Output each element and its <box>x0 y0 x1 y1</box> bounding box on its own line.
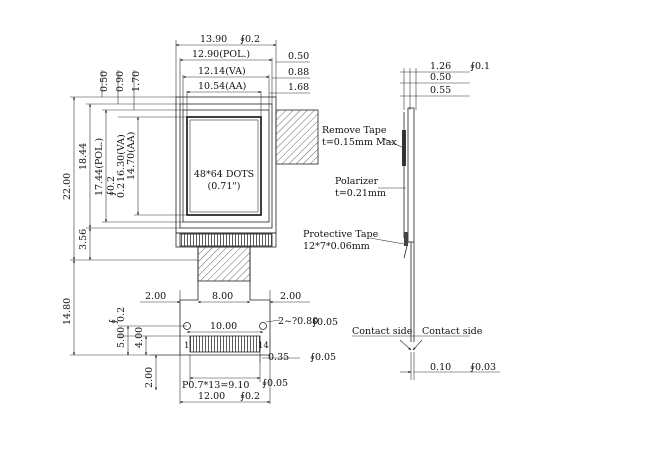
dim-holes-span: 10.00 <box>210 321 237 332</box>
dim-bottom-ledge: 3.56 <box>78 229 89 250</box>
remove-tape-label: Remove Tape <box>322 125 387 136</box>
polarizer-outline <box>179 103 273 229</box>
active-area-inner <box>189 119 259 213</box>
fpc-outline <box>179 247 271 356</box>
dim-aa-height: 14.70(AA) <box>126 132 137 180</box>
top-dimensions: 13.90 ∮0.2 12.90(POL.) 12.14(VA) 10.54(A… <box>99 34 310 117</box>
side-bottom-tol: ∮0.03 <box>470 362 496 373</box>
dim-total-width: 12.00 <box>198 391 225 402</box>
driver-ic <box>179 233 273 247</box>
dim-aa-width: 10.54(AA) <box>198 81 246 92</box>
dots-label: 48*64 DOTS <box>194 169 254 180</box>
pin-last-label: 14 <box>258 341 269 351</box>
fpc-neck <box>197 246 251 282</box>
dim-pad-offset: 0.35 <box>268 352 289 363</box>
dim-tol-mid: 0.2 <box>116 183 127 198</box>
dim-right-offset-1: 0.50 <box>288 51 309 62</box>
dim-fpc-height: 14.80 <box>62 298 73 325</box>
dim-v-tol-sym: ∮ <box>108 319 119 324</box>
dim-v-500: 5.00 <box>116 327 127 348</box>
dim-fpc-left-gap: 2.00 <box>145 291 166 302</box>
contact-side-right: Contact side <box>422 326 483 337</box>
dim-right-offset-3: 1.68 <box>288 82 309 93</box>
fpc-hole-right <box>259 322 267 330</box>
remove-tape-thickness: t=0.15mm Max <box>322 137 397 148</box>
side-view: 1.26 ∮0.1 0.50 0.55 Remove Tape t=0.15mm… <box>303 61 500 380</box>
remove-tape-tab <box>275 109 319 165</box>
side-glass <box>407 107 415 243</box>
dim-v-tol: 0.2 <box>116 307 127 322</box>
side-dim-3: 0.55 <box>430 85 451 96</box>
dim-holes-note: 2~?0.80 <box>278 316 318 327</box>
dim-bottom-gap: 2.00 <box>144 367 155 388</box>
dim-top-offset-3: 1.70 <box>131 71 142 92</box>
pin-first-label: 1 <box>184 341 189 351</box>
dim-top-offset-2: 0.90 <box>115 71 126 92</box>
front-view: 48*64 DOTS (0.71") 1 14 13.90 ∮0 <box>62 34 338 404</box>
active-area <box>186 116 262 216</box>
dim-holes-tol: ∮0.05 <box>312 317 338 328</box>
contact-side-left: Contact side <box>352 326 413 337</box>
polarizer-thickness: t=0.21mm <box>335 188 386 199</box>
side-dim-2: 0.50 <box>430 72 451 83</box>
dim-pitch: P0.7*13=9.10 <box>182 380 249 391</box>
dim-outline-width: 13.90 <box>200 34 227 45</box>
viewing-area <box>182 109 270 223</box>
dim-fpc-right-gap: 2.00 <box>280 291 301 302</box>
dim-fpc-width: 8.00 <box>212 291 233 302</box>
polarizer-label: Polarizer <box>335 176 379 187</box>
dim-outline-tol: ∮0.2 <box>240 34 260 45</box>
side-protective-tape <box>404 232 408 246</box>
side-bottom-dim: 0.10 <box>430 362 451 373</box>
side-dim-tol: ∮0.1 <box>470 61 490 72</box>
dim-tol-small: ∮0.2 <box>106 176 117 196</box>
dim-pad-tol: ∮0.05 <box>310 352 336 363</box>
dim-pol-width: 12.90(POL.) <box>192 49 250 60</box>
diagonal-label: (0.71") <box>208 181 241 192</box>
dim-v-400: 4.00 <box>134 327 145 348</box>
dim-total-height: 22.00 <box>62 173 73 200</box>
protective-tape-label: Protective Tape <box>303 229 379 240</box>
side-dim-1: 1.26 <box>430 61 451 72</box>
dim-top-offset-1: 0.50 <box>99 71 110 92</box>
dim-va-width: 12.14(VA) <box>198 66 246 77</box>
dim-total-tol: ∮0.2 <box>240 391 260 402</box>
dim-pol-height: 17.44(POL.) <box>94 138 105 196</box>
fpc-dimensions: 2.00 8.00 2.00 10.00 2~?0.80 ∮0.05 ∮ 0.2… <box>108 290 338 404</box>
left-dimensions: 22.00 18.44 17.44(POL.) ∮0.2 0.2 16.30(V… <box>62 96 198 356</box>
fpc-pads <box>189 335 261 353</box>
dim-va-height: 16.30(VA) <box>116 134 127 182</box>
dim-glass-height: 18.44 <box>78 143 89 170</box>
dim-pitch-tol: ∮0.05 <box>262 378 288 389</box>
protective-tape-size: 12*7*0.06mm <box>303 241 370 252</box>
dim-right-offset-2: 0.88 <box>288 67 309 78</box>
